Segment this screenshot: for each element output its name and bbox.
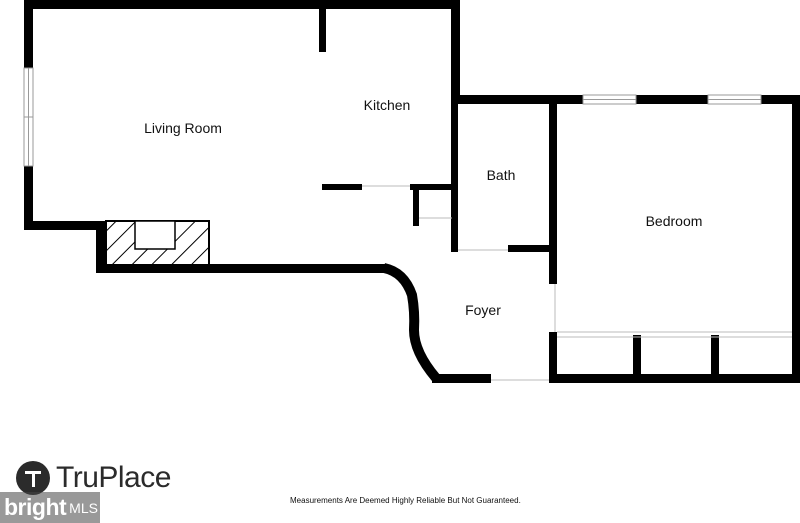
truplace-logo-text: TruPlace (56, 461, 171, 494)
wall-bottom-bedroom (549, 374, 800, 383)
windows (23, 67, 762, 167)
wall-closet-div-1 (633, 335, 641, 375)
wall-right-kitchen (451, 0, 460, 104)
wall-top-bedroom-b (636, 95, 708, 104)
wall-bath-left (451, 104, 458, 252)
label-foyer: Foyer (465, 302, 501, 318)
wall-kitchen-right (410, 184, 452, 190)
wall-kitchen-stub (319, 9, 326, 52)
wall-top-bedroom-a (451, 95, 583, 104)
wall-foyer-bottom (432, 374, 491, 383)
label-bath: Bath (487, 167, 516, 183)
label-bedroom: Bedroom (646, 213, 703, 229)
disclaimer-text: Measurements Are Deemed Highly Reliable … (290, 496, 521, 505)
fireplace-firebox (134, 220, 176, 250)
truplace-logo: TruPlace (16, 458, 171, 498)
wall-kitchen-counter (322, 184, 362, 190)
wall-bottom-living (96, 264, 386, 273)
walls (24, 0, 800, 383)
openings (362, 185, 792, 381)
wall-curved-foyer (382, 263, 440, 382)
bright-logo-text: bright (4, 494, 67, 520)
truplace-logo-icon (16, 461, 50, 495)
mls-logo-text: MLS (69, 499, 98, 516)
wall-left-upper (24, 0, 33, 68)
wall-closet-div-2 (711, 335, 719, 375)
wall-top-bedroom-c (761, 95, 800, 104)
wall-bath-bottom (508, 245, 557, 252)
wall-foyer-right (549, 332, 557, 383)
bright-mls-watermark: bright MLS (0, 492, 100, 523)
wall-bath-bedroom (549, 104, 557, 284)
wall-fireplace-side (96, 221, 106, 273)
wall-bottom-left (24, 221, 106, 230)
wall-top-living (24, 0, 460, 9)
label-kitchen: Kitchen (364, 97, 411, 113)
label-living-room: Living Room (144, 120, 222, 136)
wall-right-bedroom (792, 95, 800, 383)
wall-left-lower (24, 166, 33, 230)
wall-closet-left (413, 190, 419, 226)
fireplace (105, 220, 210, 267)
